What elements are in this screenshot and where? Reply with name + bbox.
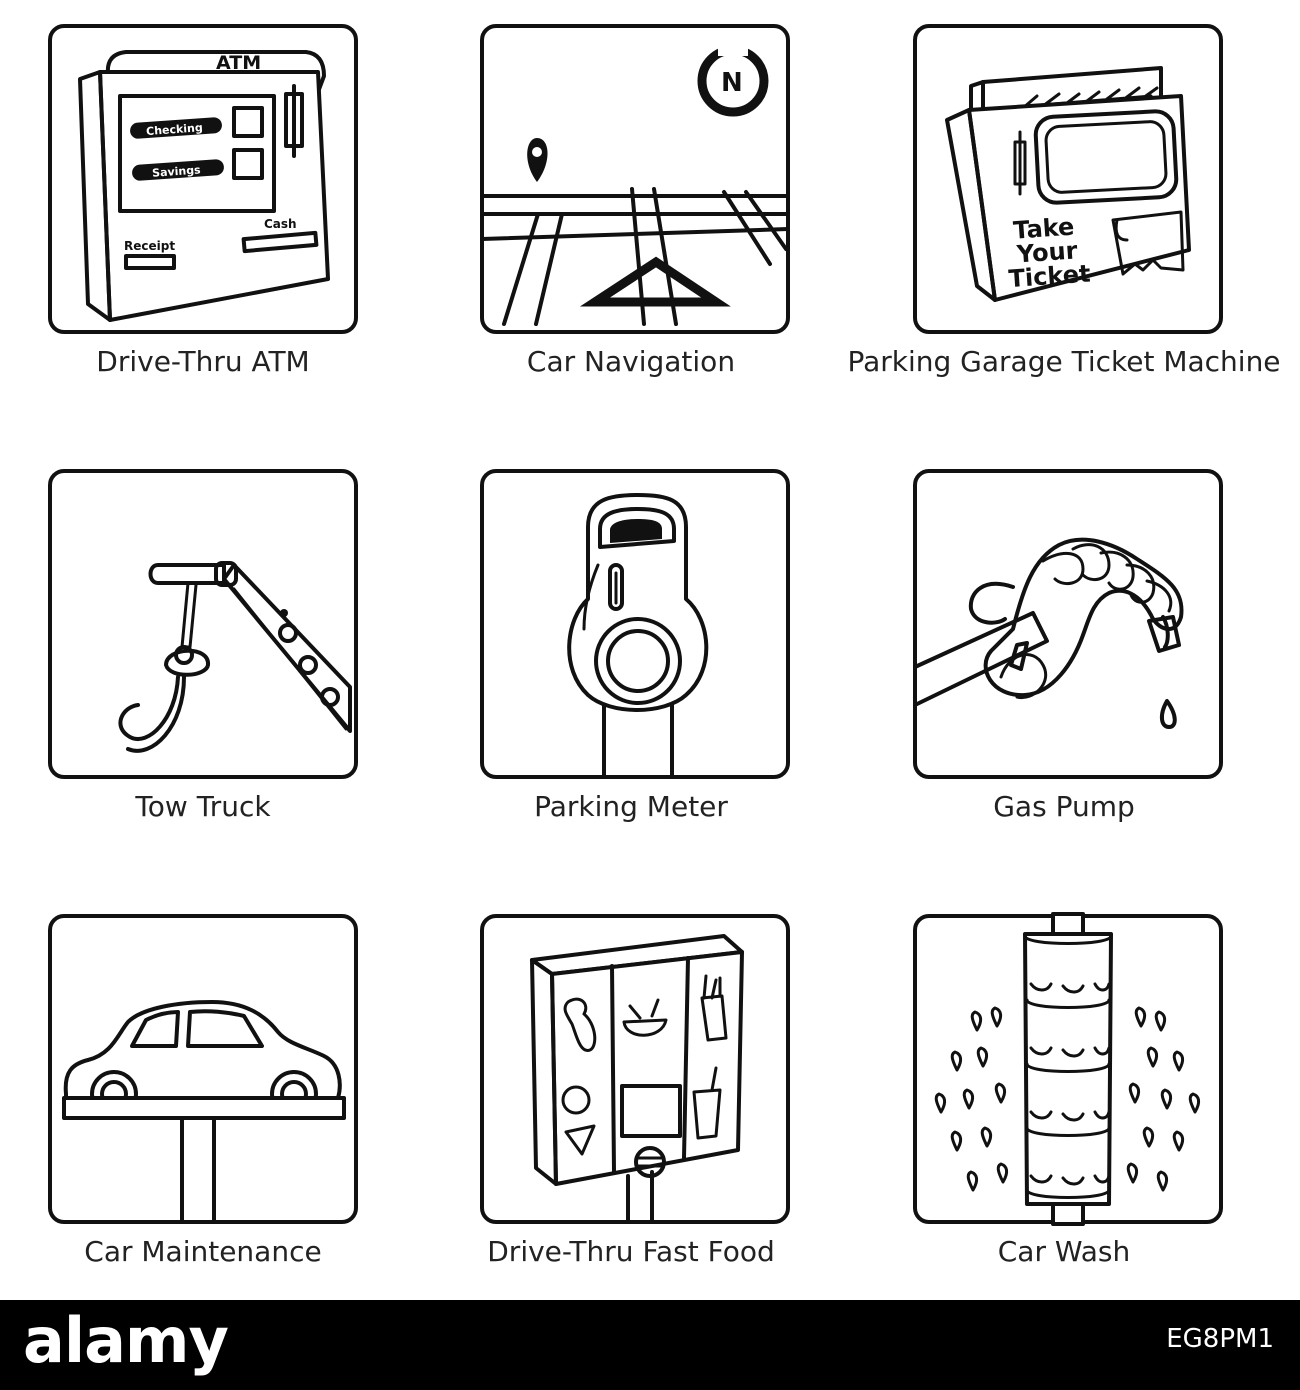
svg-text:Savings: Savings [152,163,202,179]
gas-nozzle-icon [913,469,1223,779]
icon-label: Tow Truck [135,790,271,823]
svg-text:Your: Your [1015,236,1079,268]
svg-text:Take: Take [1012,212,1075,244]
navigation-icon: N [480,24,790,334]
tow-hook-icon [48,469,358,779]
icon-label: Parking Meter [534,790,728,823]
atm-icon: ATM Checking Savings Receipt Cash [48,24,358,334]
drive-thru-atm-tile: ATM Checking Savings Receipt Cash [48,24,358,334]
icon-label: Gas Pump [993,790,1135,823]
icon-label: Car Navigation [526,345,736,378]
svg-text:Receipt: Receipt [124,239,175,253]
svg-text:Checking: Checking [146,121,203,138]
menu-board-icon [480,914,790,1224]
car-navigation-tile: N [480,24,790,334]
heading-arrow-icon [579,256,731,307]
drive-thru-fast-food-tile [480,914,790,1224]
parking-meter-icon [480,469,790,779]
car-wash-tile [913,912,1223,1226]
tow-truck-tile [48,469,358,779]
parking-garage-ticket-machine-tile: Take Your Ticket [913,24,1223,334]
car-wash-brush-icon [913,912,1223,1226]
ticket-machine-icon: Take Your Ticket [913,24,1223,334]
svg-text:Ticket: Ticket [1008,259,1092,293]
brand-logo: alamy [23,1304,229,1377]
stock-image-id: EG8PM1 [1166,1324,1274,1354]
icon-label: Car Maintenance [84,1235,322,1268]
icon-label: Drive-Thru ATM [96,345,310,378]
watermark-footer: alamy EG8PM1 [0,1300,1300,1390]
svg-text:ATM: ATM [216,52,261,74]
car-lift-icon [48,914,358,1224]
icon-label: Drive-Thru Fast Food [487,1235,775,1268]
gas-pump-tile [913,469,1223,779]
car-maintenance-tile [48,914,358,1224]
icon-label: Parking Garage Ticket Machine [847,345,1281,378]
map-pin-icon [527,138,548,182]
icon-label: Car Wash [997,1235,1131,1268]
parking-meter-tile [480,469,790,779]
compass-north-label: N [721,68,743,98]
svg-text:Cash: Cash [264,217,297,231]
